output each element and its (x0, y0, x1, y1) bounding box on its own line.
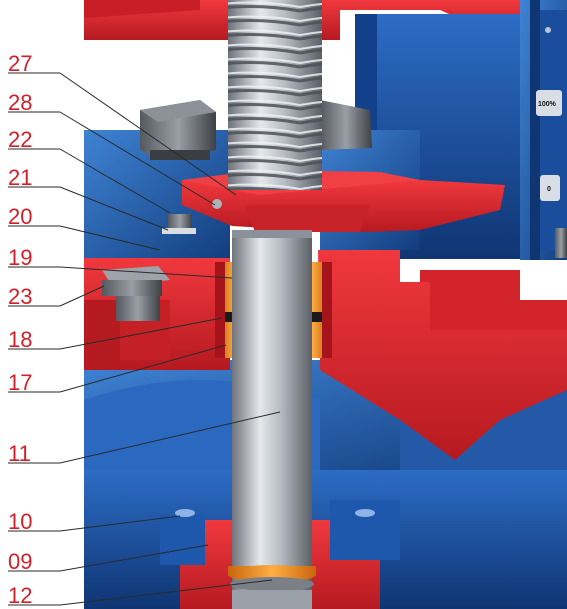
callout-number-12: 12 (8, 583, 32, 608)
callout-number-09: 09 (8, 549, 32, 574)
stem-washer-12 (228, 565, 316, 591)
callout-09: 09 (8, 544, 209, 574)
valve-stem (232, 230, 312, 609)
callout-leader-11 (59, 411, 281, 464)
callout-11: 11 (8, 411, 281, 466)
callout-number-22: 22 (8, 127, 32, 152)
callout-17: 17 (8, 344, 227, 395)
hex-bolt-left (140, 100, 216, 160)
threaded-screw (228, 0, 322, 190)
callout-leader-17 (59, 344, 227, 393)
callout-leader-22 (59, 148, 171, 214)
callout-23: 23 (8, 284, 105, 309)
callout-number-10: 10 (8, 509, 32, 534)
callout-27: 27 (8, 51, 237, 196)
callout-10: 10 (8, 509, 181, 534)
callout-leader-20 (59, 225, 161, 251)
callout-leader-18 (59, 317, 223, 350)
callout-18: 18 (8, 317, 223, 352)
callout-leader-27 (59, 72, 237, 196)
yoke-top (84, 0, 567, 40)
callout-number-27: 27 (8, 51, 32, 76)
callout-number-28: 28 (8, 90, 32, 115)
callout-leader-10 (59, 515, 181, 532)
callout-number-21: 21 (8, 165, 32, 190)
callout-number-20: 20 (8, 204, 32, 229)
position-scale: 100% 0 (536, 10, 567, 258)
callout-19: 19 (8, 245, 233, 279)
callout-21: 21 (8, 165, 169, 231)
callout-leader-28 (59, 111, 216, 206)
callout-22: 22 (8, 127, 171, 214)
callout-number-19: 19 (8, 245, 32, 270)
scale-mark-100: 100% (538, 101, 557, 108)
callout-number-23: 23 (8, 284, 32, 309)
callout-number-17: 17 (8, 370, 32, 395)
callout-leader-19 (59, 266, 233, 279)
hex-bolt-right (320, 100, 372, 150)
callout-12: 12 (8, 579, 273, 608)
callout-number-11: 11 (8, 441, 31, 466)
scale-window-top (536, 90, 562, 116)
small-nut-21 (162, 214, 196, 234)
callout-20: 20 (8, 204, 161, 251)
callout-leader-23 (59, 285, 105, 307)
scale-mark-0: 0 (547, 186, 551, 193)
callout-leader-21 (59, 186, 169, 231)
callout-leader-09 (59, 544, 209, 572)
callout-number-18: 18 (8, 327, 32, 352)
callout-28: 28 (8, 90, 216, 206)
callout-leader-12 (59, 579, 273, 606)
scale-window-bottom (540, 175, 560, 201)
